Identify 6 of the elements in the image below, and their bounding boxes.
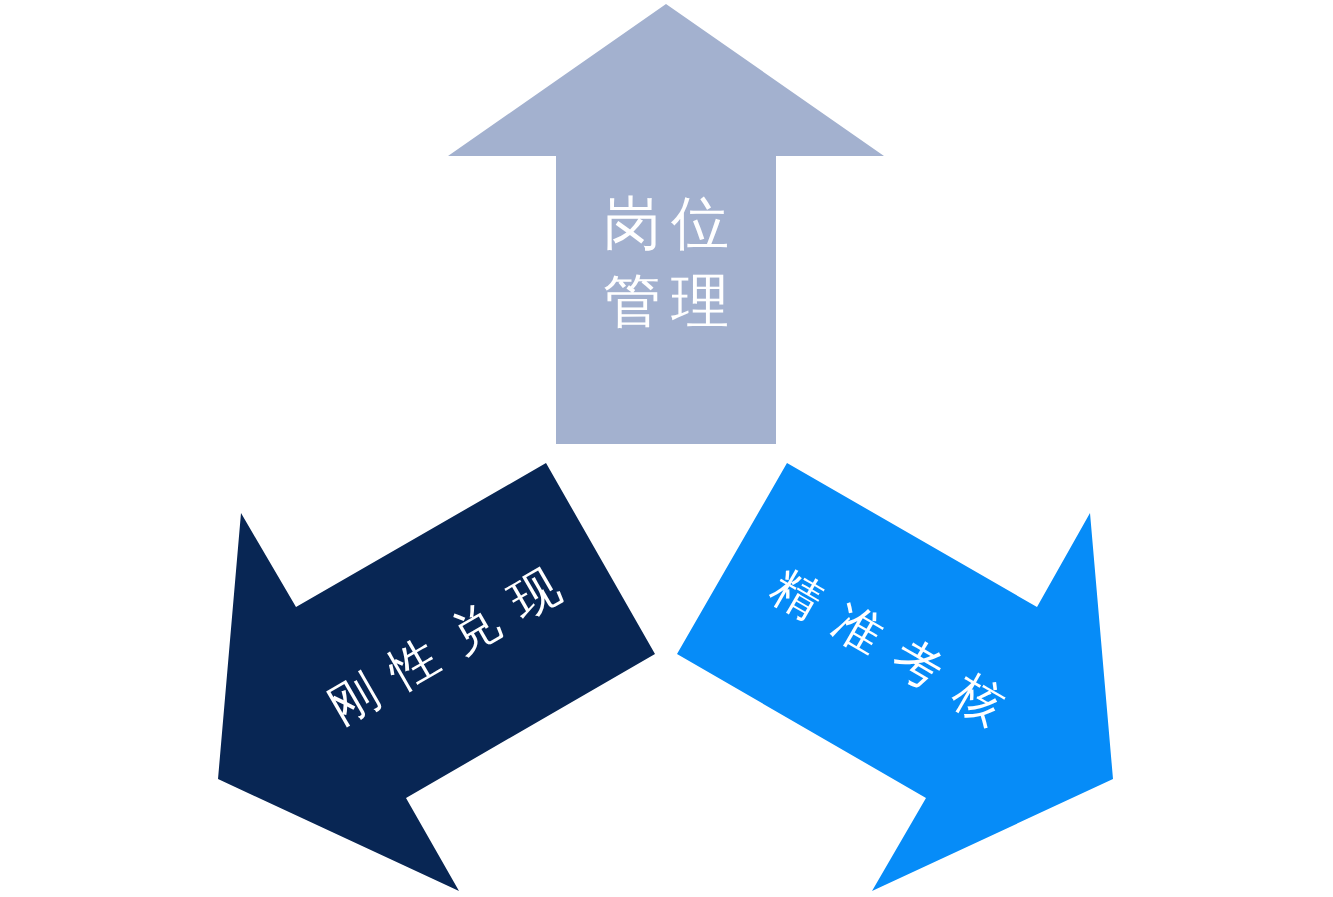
arrow-label: 岗位管理 (602, 187, 740, 337)
arrow-label: 刚性兑现 (317, 544, 590, 737)
block-arrow (448, 4, 884, 444)
block-arrow (218, 463, 655, 891)
arrow-label: 精准考核 (761, 555, 1034, 748)
block-arrow (677, 463, 1113, 891)
